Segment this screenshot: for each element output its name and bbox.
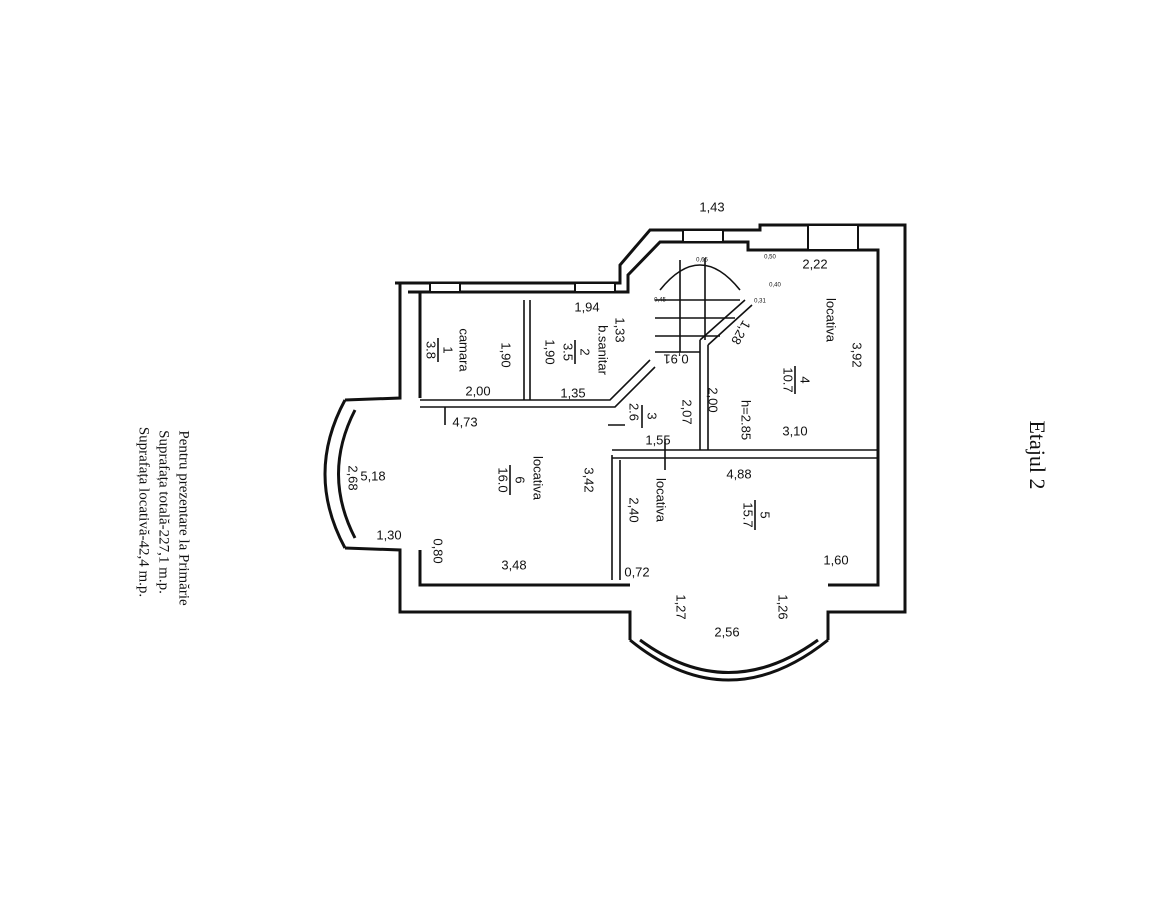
dim-label: 0,72 (624, 564, 649, 579)
dim-label: 2,40 (627, 497, 642, 522)
dim-label: 0,50 (764, 255, 776, 261)
dim-label: 1,55 (645, 432, 670, 447)
note-total-area: Suprafața totală-227,1 m.p. (156, 430, 172, 594)
room-4-locativa: locativa 4 10.7 2,22 3,92 3,10 1,28 h=2.… (728, 256, 864, 440)
outer-walls (323, 223, 907, 682)
room-number: 4 (798, 376, 813, 383)
dim-label: 1,35 (560, 385, 585, 400)
room-area: 10.7 (781, 367, 796, 392)
room-5-locativa: locativa 5 15.7 4,88 2,40 1,60 0,72 1,27… (624, 466, 848, 639)
fraction-bars (437, 338, 796, 530)
dim-label: 1,94 (574, 299, 599, 314)
dim-label: 0,91 (663, 352, 688, 367)
room-name: b.sanitar (596, 325, 611, 376)
room-number: 3 (645, 412, 660, 419)
dim-label: 1,90 (543, 339, 558, 364)
dim-label: 0,40 (769, 283, 781, 289)
dim-label: 2,68 (346, 465, 361, 490)
dim-label: 0,80 (431, 538, 446, 563)
dim-label: 2,00 (465, 383, 490, 398)
dim-label: 3,42 (582, 467, 597, 492)
dim-label: 1,60 (823, 552, 848, 567)
interior-walls (420, 258, 878, 580)
room-area: 2.6 (627, 403, 642, 421)
dim-label: 1,26 (776, 594, 791, 619)
dim-label: 4,73 (452, 414, 477, 429)
dim-label: 0,45 (654, 298, 666, 304)
sheet-title: Etajul 2 (1025, 420, 1050, 489)
room-number: 2 (578, 348, 593, 355)
dim-label: 3,92 (850, 342, 865, 367)
stair-width: 1,43 (699, 199, 724, 214)
room-area: 15.7 (741, 502, 756, 527)
room-1-camara: camara 1 3.8 1,90 2,00 4,73 (424, 328, 514, 429)
dim-label: 2,00 (706, 387, 721, 412)
dim-label: 5,18 (360, 468, 385, 483)
room-area: 3.5 (561, 343, 576, 361)
room-area: 16.0 (496, 467, 511, 492)
dim-label: 1,30 (376, 527, 401, 542)
dim-label: 4,88 (726, 466, 751, 481)
room-name: camara (457, 328, 472, 372)
dim-label: h=2.85 (739, 400, 754, 440)
dim-label: 2,22 (802, 256, 827, 271)
dim-label: 2,07 (680, 399, 695, 424)
dim-label: 1,33 (613, 317, 628, 342)
room-number: 5 (758, 511, 773, 518)
room-name: locativa (531, 456, 546, 501)
dim-label: 3,10 (782, 423, 807, 438)
dim-label: 0,65 (696, 258, 708, 264)
room-number: 6 (513, 476, 528, 483)
notes: Pentru prezentare la Primărie Suprafața … (136, 427, 192, 606)
dim-label: 2,56 (714, 624, 739, 639)
room-name: locativa (654, 478, 669, 523)
room-3-hall: 3 2.6 2,07 1,55 0,91 2,00 (627, 352, 721, 448)
stair-labels: 1,43 0,65 0,50 0,40 0,31 0,45 (654, 199, 781, 304)
room-6-locativa: locativa 6 16.0 3,42 5,18 2,68 1,30 0,80… (346, 456, 597, 572)
note-presentation: Pentru prezentare la Primărie (176, 430, 192, 606)
room-2-bsanitar: b.sanitar 2 3.5 1,94 1,33 1,90 1,35 (543, 299, 628, 400)
dim-label: 3,48 (501, 557, 526, 572)
note-living-area: Suprafața locativă-42,4 m.p. (136, 427, 152, 597)
room-name: locativa (824, 298, 839, 343)
dim-label: 1,90 (499, 342, 514, 367)
room-number: 1 (441, 346, 456, 353)
dim-label: 1,27 (674, 594, 689, 619)
dim-label: 0,31 (754, 299, 766, 305)
room-area: 3.8 (424, 341, 439, 359)
